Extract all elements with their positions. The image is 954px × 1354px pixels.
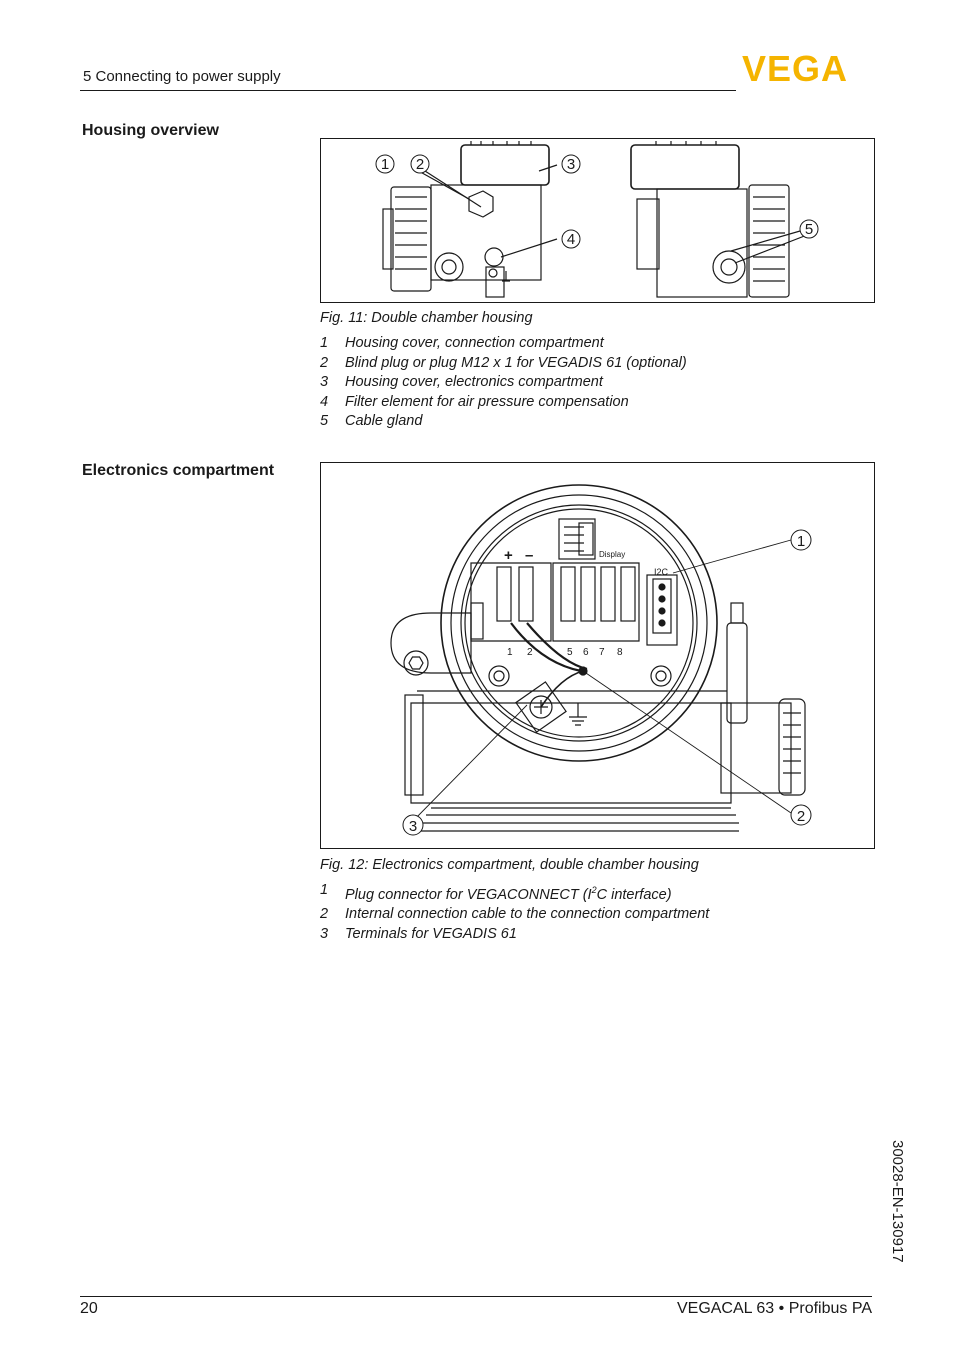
callouts-fig12	[402, 529, 812, 836]
callout-2: 2	[416, 156, 424, 173]
callout-5: 5	[805, 221, 813, 238]
fig12-legend: 1 Plug connector for VEGACONNECT (I2C in…	[320, 881, 709, 944]
footer-product-name: VEGACAL 63 • Profibus PA	[676, 1300, 872, 1317]
callout-3: 3	[567, 156, 575, 173]
housing-overview-title: Housing overview	[82, 122, 219, 139]
terminal-label: 1	[507, 647, 513, 658]
callouts-fig11	[375, 154, 819, 249]
page-number: 20	[80, 1300, 98, 1317]
fig12-caption: Fig. 12: Electronics compartment, double…	[320, 857, 699, 873]
display-label: Display	[599, 550, 625, 559]
minus-label: –	[525, 547, 533, 564]
callout-1: 1	[381, 156, 389, 173]
i2c-label: I2C	[654, 567, 669, 577]
terminal-label: 7	[599, 647, 605, 658]
figure-electronics-compartment: 1 2 3 + – Display I2C 1 2 5 6 7 8	[320, 462, 875, 849]
header-section-title: 5 Connecting to power supply	[83, 68, 281, 85]
terminal-label: 8	[617, 647, 623, 658]
electronics-board	[470, 518, 678, 733]
header-rule	[80, 90, 736, 91]
callout-4: 4	[567, 231, 575, 248]
terminal-label: 6	[583, 647, 589, 658]
legend-item: 1 Plug connector for VEGACONNECT (I2C in…	[320, 882, 672, 903]
callout-2: 2	[797, 808, 805, 825]
electronics-compartment-title: Electronics compartment	[82, 462, 275, 479]
document-id: 30028-EN-130917	[889, 1140, 906, 1263]
leader-lines	[412, 539, 792, 822]
plus-label: +	[504, 547, 513, 564]
round-compartment	[440, 484, 718, 762]
housing-front-view	[382, 141, 558, 298]
housing-side-view	[630, 141, 808, 298]
terminal-label: 2	[527, 647, 533, 658]
terminal-label: 5	[567, 647, 573, 658]
logo-text: VEGA	[742, 52, 848, 84]
callout-3: 3	[409, 818, 417, 835]
callout-1: 1	[797, 533, 805, 550]
footer-rule	[80, 1296, 872, 1297]
fig11-caption: Fig. 11: Double chamber housing	[320, 310, 533, 326]
housing-body	[390, 602, 806, 832]
vega-logo: VEGA	[742, 52, 848, 84]
figure-double-chamber-housing: 1 2 3 4 5	[320, 138, 875, 303]
